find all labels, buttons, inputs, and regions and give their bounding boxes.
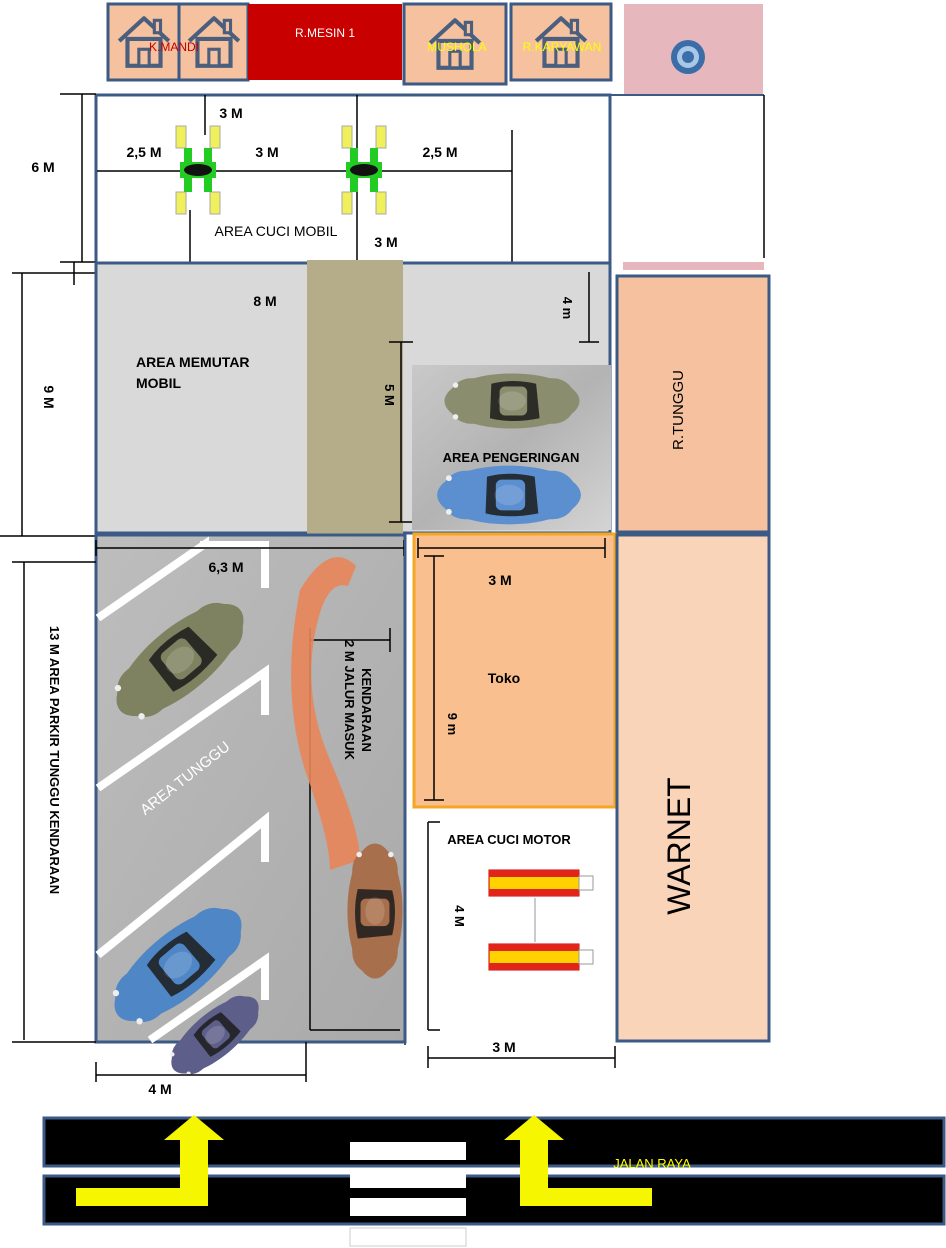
dim-left: 2,5 M — [126, 144, 161, 160]
shop-label: Toko — [488, 670, 520, 686]
drying-area-label: AREA PENGERINGAN — [443, 450, 580, 465]
dim-shop-width: 3 M — [488, 572, 511, 588]
warnet-label: WARNET — [661, 777, 697, 914]
room-k-mandi-group: K.MANDI — [106, 2, 250, 82]
dim-top-gap: 3 M — [219, 105, 242, 121]
waiting-room — [615, 274, 771, 534]
turning-dimensions — [0, 272, 599, 537]
car-icon — [444, 373, 580, 429]
dim-turning-width: 8 M — [253, 293, 276, 309]
dim-parking-bottom: 4 M — [148, 1081, 171, 1097]
dim-motor-width: 3 M — [492, 1039, 515, 1055]
parking-lines — [95, 536, 269, 1044]
dim-turning-height: 9 M — [41, 385, 57, 408]
dim-motor-height: 4 M — [452, 905, 467, 927]
entry-lane-label-1: 2 M JALUR MASUK — [342, 640, 357, 761]
motor-wash-label: AREA CUCI MOTOR — [447, 832, 571, 847]
dim-turning-right: 4 m — [560, 297, 575, 319]
parking-side-label: 13 M AREA PARKIR TUNGGU KENDARAAN — [47, 626, 62, 894]
motor-lift-icon — [488, 869, 594, 897]
turning-label-1: AREA MEMUTAR — [136, 354, 250, 370]
room-engine — [248, 4, 402, 80]
parking-dimensions — [12, 540, 405, 1082]
arrow-icon — [291, 557, 360, 870]
dim-middle: 3 M — [255, 144, 278, 160]
room-musholla-label: MUSHOLA — [427, 40, 486, 54]
entry-lane-label-2: KENDARAAN — [359, 668, 374, 752]
car-icon — [347, 843, 403, 979]
car-wash-label: AREA CUCI MOBIL — [215, 223, 338, 239]
waiting-room-label: R.TUNGGU — [670, 370, 687, 450]
dim-bottom: 3 M — [374, 234, 397, 250]
room-k-mandi-label: K.MANDI — [149, 40, 199, 54]
warnet — [615, 533, 771, 1043]
target-icon — [671, 40, 705, 74]
arrow-icon — [504, 1115, 652, 1206]
road-label: JALAN RAYA — [613, 1156, 691, 1171]
shop — [412, 532, 617, 809]
motor-lift-icon — [488, 943, 594, 971]
entry-lane-strip — [307, 260, 403, 536]
car-icon — [437, 465, 581, 525]
arrow-icon — [76, 1115, 224, 1206]
dim-lane: 5 M — [382, 384, 397, 406]
dim-shop-height: 9 m — [445, 713, 460, 735]
room-karyawan-label: R.KARYAWAN — [523, 40, 602, 54]
shop-dimensions — [417, 538, 606, 801]
dim-right: 2,5 M — [422, 144, 457, 160]
motor-wash-dimensions — [427, 821, 616, 1068]
dim-height: 6 M — [31, 159, 54, 175]
turning-label-2: MOBIL — [136, 375, 182, 391]
dim-parking-width: 6,3 M — [208, 559, 243, 575]
room-engine-label: R.MESIN 1 — [295, 26, 355, 40]
